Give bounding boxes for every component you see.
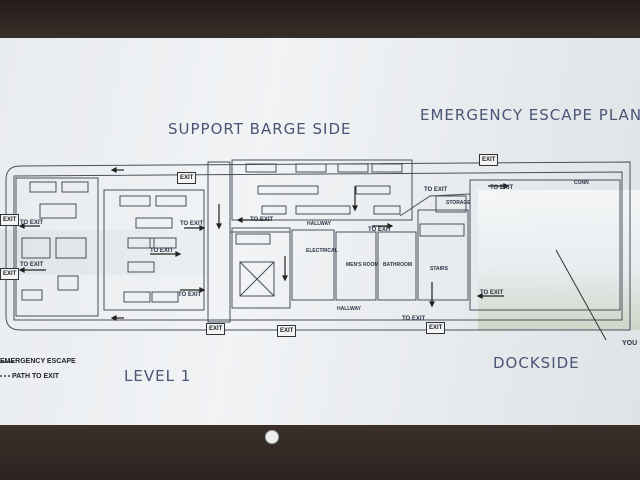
exit-sign: EXIT [206,323,226,335]
to-exit-label: TO EXIT [178,292,202,298]
room-label-hallway: HALLWAY [337,306,361,312]
wall-bottom [0,425,640,480]
to-exit-label: TO EXIT [490,185,514,191]
stair-block [231,227,291,309]
stairs-room [417,209,469,301]
room-label-electrical: ELECTRICAL [306,248,338,254]
corridor-left [207,161,231,323]
you-are-here-marker: YOU [622,340,638,347]
to-exit-label: TO EXIT [150,248,174,254]
exit-sign: EXIT [177,172,197,184]
right-open-area [469,179,621,311]
dockside-label: DOCKSIDE [493,354,580,372]
room-label-storage: STORAGE [446,200,471,206]
to-exit-label: TO EXIT [368,227,392,233]
wall-top [0,0,640,42]
to-exit-label: TO EXIT [180,221,204,227]
room-label-mens-room: MEN'S ROOM [346,262,379,268]
push-pin [265,430,279,444]
to-exit-label: TO EXIT [424,187,448,193]
legend-emergency-escape: EMERGENCY ESCAPE [0,358,76,365]
room-label-bathroom: BATHROOM [383,262,413,268]
exit-sign: EXIT [479,154,499,166]
electrical-room [291,229,335,301]
emergency-escape-plan-title: EMERGENCY ESCAPE PLAN [420,106,640,124]
legend-path-to-exit: PATH TO EXIT [12,373,60,380]
left-center-block [103,189,205,311]
exit-sign: EXIT [277,325,297,337]
to-exit-label: TO EXIT [20,220,44,226]
to-exit-label: TO EXIT [20,262,44,268]
support-barge-side-title: SUPPORT BARGE SIDE [168,120,352,138]
level-label: LEVEL 1 [124,367,192,385]
to-exit-label: TO EXIT [250,217,274,223]
room-label-stairs: STAIRS [430,266,448,272]
window-reflection [478,190,640,330]
bathroom [377,231,417,301]
to-exit-label: TO EXIT [402,316,426,322]
to-exit-label: TO EXIT [480,290,504,296]
room-label-hallway: HALLWAY [307,221,331,227]
exit-sign: EXIT [0,268,20,280]
hull-outline [5,161,631,331]
room-label-conn: CONN [574,180,589,186]
upper-center-block [231,159,413,221]
exit-sign: EXIT [0,214,20,226]
exit-sign: EXIT [426,322,446,334]
mens-room [335,231,377,301]
left-block [15,177,99,317]
